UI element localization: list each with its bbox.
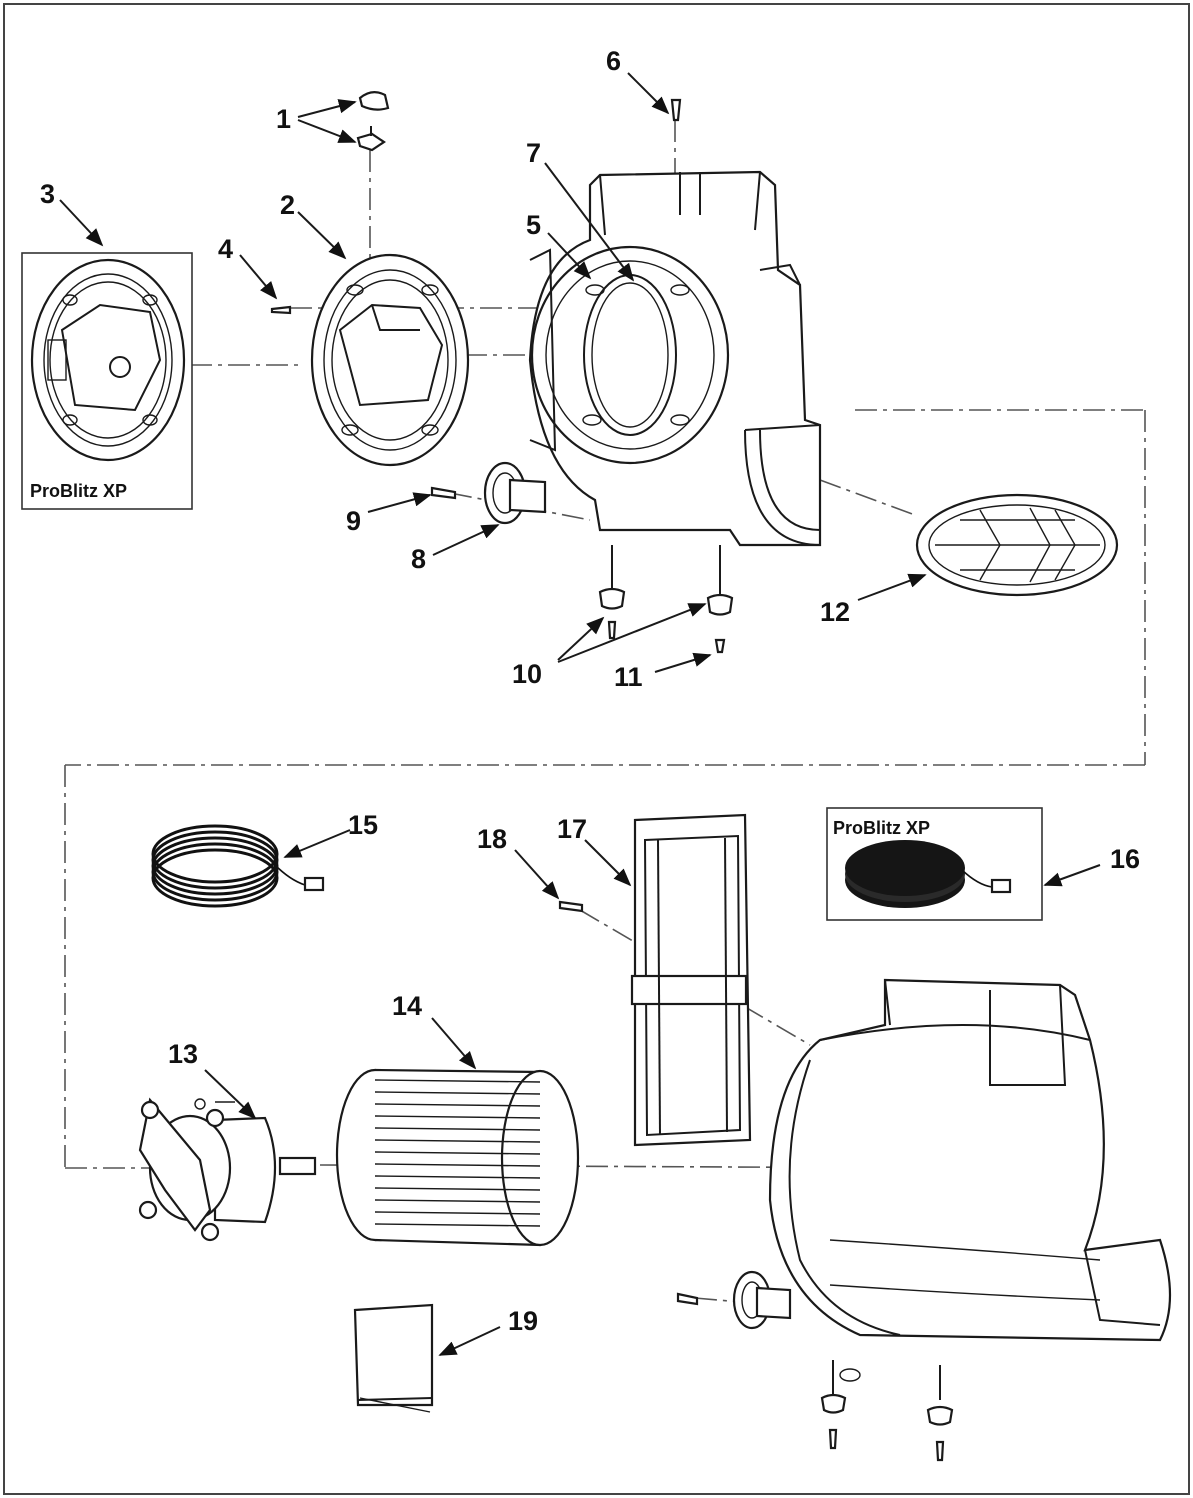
callout-11: 11 (614, 662, 643, 692)
callout-2: 2 (280, 190, 295, 220)
part-motor (138, 1097, 317, 1242)
callout-8: 8 (411, 544, 426, 574)
part-knob (356, 91, 390, 152)
callout-12: 12 (820, 597, 850, 627)
part-motor-plate (310, 253, 470, 467)
callout-16: 16 (1110, 844, 1140, 874)
part-manual (353, 1303, 434, 1413)
part-screws-11 (607, 620, 726, 654)
part-screw-9 (430, 486, 457, 500)
callout-arrows (59, 72, 1101, 1356)
part-feet (598, 587, 734, 616)
inset-label-motor-plate: ProBlitz XP (30, 481, 127, 501)
part-blower-housing-rear (768, 978, 1172, 1382)
part-switch-rear (676, 1270, 792, 1330)
callout-3: 3 (40, 179, 55, 209)
part-screw-18 (558, 900, 584, 913)
inset-box-motor-plate: ProBlitz XP (21, 252, 193, 510)
part-screw-6 (670, 98, 682, 122)
callout-17: 17 (557, 814, 587, 844)
callout-9: 9 (346, 506, 361, 536)
part-switch (483, 461, 547, 525)
callout-1: 1 (276, 104, 291, 134)
assembly-centerlines (64, 120, 1146, 1400)
callout-6: 6 (606, 46, 621, 76)
part-blower-wheel (335, 1068, 580, 1247)
callout-18: 18 (477, 824, 507, 854)
inset-label-power-cord: ProBlitz XP (833, 818, 930, 838)
callout-5: 5 (526, 210, 541, 240)
part-grill (915, 493, 1119, 597)
part-handle (630, 813, 752, 1147)
callout-10: 10 (512, 659, 542, 689)
part-power-cord (151, 824, 325, 908)
part-blower-housing (528, 170, 822, 547)
callout-19: 19 (508, 1306, 538, 1336)
inset-box-power-cord: ProBlitz XP (826, 807, 1043, 921)
callout-4: 4 (218, 234, 233, 264)
callout-14: 14 (392, 991, 422, 1021)
part-screw-4 (270, 305, 292, 315)
callout-13: 13 (168, 1039, 198, 1069)
callout-labels: 1 2 3 4 5 6 7 8 9 10 11 12 13 14 15 16 1… (40, 46, 1140, 1336)
callout-15: 15 (348, 810, 378, 840)
page-border (3, 3, 1190, 1495)
part-feet-rear (820, 1393, 954, 1462)
callout-7: 7 (526, 138, 541, 168)
